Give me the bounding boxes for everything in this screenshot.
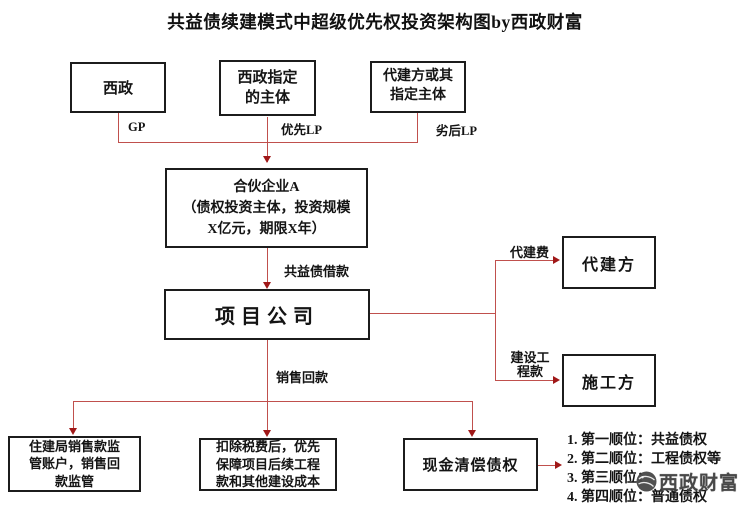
arrowhead-to-tax-deduction <box>263 430 271 437</box>
node-tax-deduction-line2: 保障项目后续工程 <box>215 456 320 472</box>
edge-bottom-split-horizontal <box>73 401 472 402</box>
edge-label-senior-lp: 优先LP <box>281 123 322 137</box>
xizheng-caifu-logo-icon <box>636 471 657 492</box>
node-tax-deduction-line3: 款和其他建设成本 <box>215 474 320 490</box>
node-regulator-account-line3: 款监管 <box>54 473 94 489</box>
watermark-text: 西政财富 <box>659 473 740 494</box>
arrowhead-to-cash-repayment <box>468 430 476 437</box>
arrowhead-to-project <box>263 282 271 289</box>
edge-to-priority-list <box>538 465 555 466</box>
priority-item-3: 3. 第三顺位： <box>567 471 651 486</box>
edge-right-split-vertical <box>495 260 496 380</box>
node-project-company-label: 项目公司 <box>215 306 319 328</box>
edge-junior-lp-vertical <box>417 113 418 142</box>
edge-gp-vertical <box>118 113 119 142</box>
priority-list: 1. 第一顺位：共益债权 2. 第二顺位：工程债权等 3. 第三顺位： 4. 第… <box>567 431 721 507</box>
edge-label-agent-fee: 代建费 <box>510 245 550 260</box>
node-tax-deduction: 扣除税费后，优先 保障项目后续工程 款和其他建设成本 <box>199 438 337 491</box>
edge-to-regulator-account <box>73 401 74 429</box>
node-designated-entity-line1: 西政指定 <box>237 69 298 86</box>
node-agent: 代建方 <box>562 236 656 289</box>
node-designated-entity-line2: 的主体 <box>244 90 290 106</box>
priority-item-4: 4. 第四顺位：普通债权 <box>567 490 707 505</box>
arrowhead-to-partnership <box>263 156 271 163</box>
node-regulator-account-line1: 住建局销售款监 <box>28 438 120 454</box>
node-regulator-account: 住建局销售款监 管账户，销售回 款监管 <box>8 436 141 492</box>
node-agent-entity-line2: 指定主体 <box>390 88 446 103</box>
edge-label-construction-fee-line1: 建设工 <box>510 350 550 365</box>
node-partnership-line3: X亿元，期限X年） <box>207 221 326 237</box>
priority-item-2: 2. 第二顺位：工程债权等 <box>567 452 721 467</box>
node-regulator-account-line2: 管账户，销售回 <box>28 456 120 472</box>
node-agent-label: 代建方 <box>581 256 636 274</box>
arrowhead-to-contractor <box>553 376 560 384</box>
node-partnership-line2: （债权投资主体，投资规模 <box>182 200 351 216</box>
edge-project-right <box>370 313 495 314</box>
watermark: 西政财富 <box>636 468 739 495</box>
node-agent-entity: 代建方或其 指定主体 <box>370 61 466 113</box>
edge-label-construction-fee: 建设工 程款 <box>508 350 552 380</box>
node-partnership: 合伙企业A （债权投资主体，投资规模 X亿元，期限X年） <box>165 168 368 248</box>
node-contractor: 施工方 <box>562 354 656 407</box>
edge-to-cash-repayment <box>472 401 473 431</box>
edge-top-merge-horizontal <box>118 142 418 143</box>
node-designated-entity: 西政指定 的主体 <box>219 60 316 116</box>
node-partnership-line1: 合伙企业A <box>233 179 300 195</box>
arrowhead-to-regulator-account <box>69 428 77 435</box>
node-project-company: 项目公司 <box>164 289 370 340</box>
edge-label-construction-fee-line2: 程款 <box>516 364 543 380</box>
node-xizheng: 西政 <box>70 62 166 113</box>
edge-label-gp: GP <box>128 120 146 134</box>
edge-to-agent <box>495 260 553 261</box>
arrowhead-to-agent <box>553 256 560 264</box>
edge-to-contractor <box>495 380 553 381</box>
node-cash-repayment-label: 现金清偿债权 <box>422 458 519 474</box>
edge-label-junior-lp: 劣后LP <box>436 124 477 138</box>
edge-partnership-to-project <box>267 248 268 282</box>
edge-label-common-benefit-loan: 共益债借款 <box>284 264 350 279</box>
edge-label-sales-proceeds: 销售回款 <box>276 370 329 385</box>
node-xizheng-label: 西政 <box>102 81 133 97</box>
arrowhead-to-priority-list <box>555 461 562 469</box>
node-contractor-label: 施工方 <box>581 374 636 392</box>
diagram-title: 共益债续建模式中超级优先权投资架构图by西政财富 <box>167 12 583 32</box>
node-agent-entity-line1: 代建方或其 <box>383 69 453 85</box>
edge-to-partnership <box>267 117 268 162</box>
edge-project-down <box>267 340 268 431</box>
node-cash-repayment: 现金清偿债权 <box>403 438 538 491</box>
priority-item-1: 1. 第一顺位：共益债权 <box>567 433 707 448</box>
node-tax-deduction-line1: 扣除税费后，优先 <box>215 439 320 455</box>
